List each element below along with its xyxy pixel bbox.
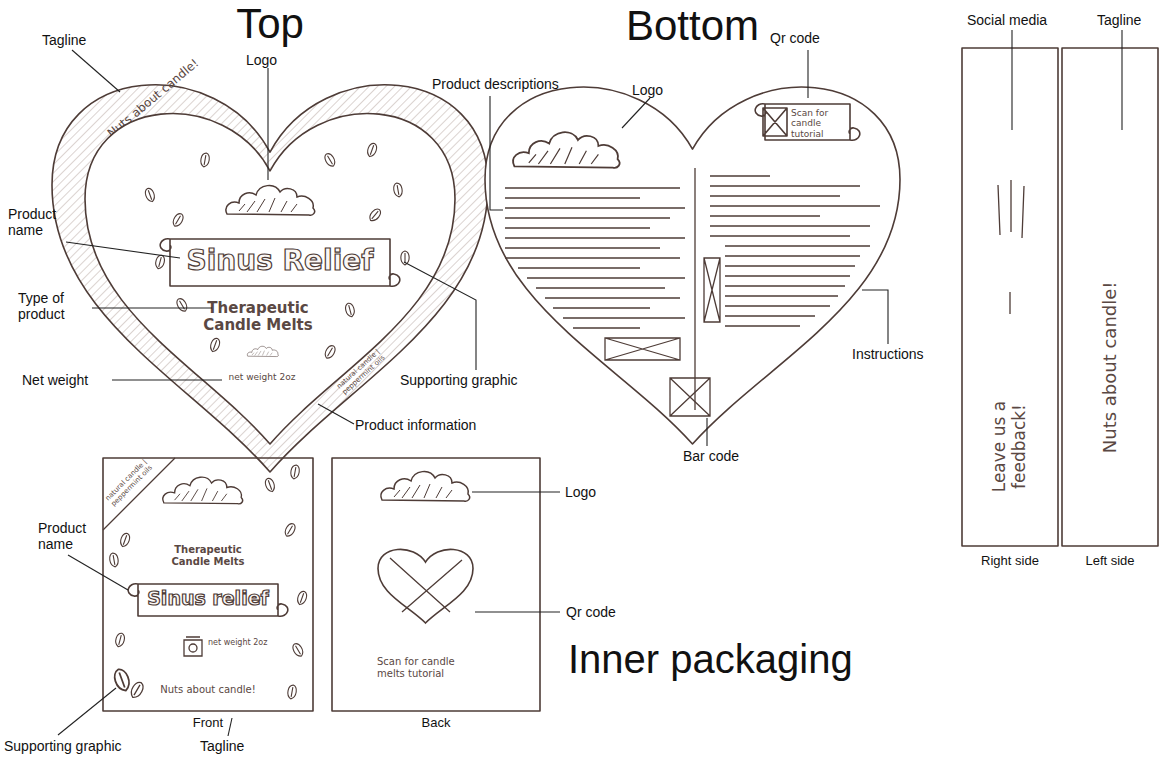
leader-lines — [58, 30, 1122, 736]
panel-caption: Left side — [1052, 554, 1162, 569]
section-heading: Inner packaging — [568, 636, 888, 682]
image-placeholder-boxes — [103, 258, 720, 656]
annotation-label: Social media — [967, 12, 1067, 28]
panel-caption: Right side — [952, 554, 1068, 569]
social-media-text: Leave us a feedback! — [990, 372, 1029, 522]
view-heading: Top — [50, 0, 490, 48]
outline-path — [103, 458, 313, 711]
outline-path — [128, 584, 288, 616]
annotation-label: Logo — [246, 52, 296, 68]
annotation-label: Supporting graphic — [4, 738, 154, 754]
annotation-label: Logo — [632, 82, 682, 98]
annotation-label: Tagline — [1097, 12, 1157, 28]
product-name-text: Sinus relief — [128, 588, 288, 610]
outline-path — [485, 87, 900, 444]
annotation-label: Instructions — [852, 346, 952, 362]
tagline-text: Nuts about candle! — [143, 684, 273, 696]
outline-path — [332, 458, 540, 711]
annotation-label: Product name — [38, 520, 100, 552]
inner-heart-panel: Therapeutic Candle Melts net weight 2oz Si… — [85, 94, 455, 444]
outline-path — [160, 239, 400, 286]
qr-caption: Scan for candle tutorial — [791, 108, 855, 139]
right-side-panel: Right sideLeave us a feedback! — [962, 48, 1058, 578]
bottom-heart-outline — [485, 8, 900, 446]
product-name-banner: Sinus Relief — [160, 235, 400, 290]
product-name-banner: Sinus relief — [128, 580, 288, 620]
product-info-text: natural candle | peppermint oils — [99, 453, 160, 514]
annotation-label: Logo — [565, 484, 615, 500]
tagline-text: Nuts about candle! — [1100, 252, 1121, 482]
top-lid-heart: TopNuts about candle!natural candle | pe… — [50, 6, 490, 474]
product-name-text: Sinus Relief — [160, 245, 400, 277]
left-side-panel: Left sideNuts about candle! — [1062, 48, 1158, 578]
outline-path — [962, 48, 1058, 546]
product-type-text: Therapeutic Candle Melts — [193, 300, 323, 335]
product-type-text: Therapeutic Candle Melts — [158, 544, 258, 567]
annotation-label: Tagline — [200, 738, 260, 754]
bottom-heart: BottomScan for candle tutorial — [485, 8, 900, 446]
panel-caption: Back — [332, 716, 540, 731]
front-panel: Frontnatural candle | peppermint oilsThe… — [103, 458, 313, 738]
annotation-label: Product information — [355, 417, 505, 433]
qr-code-scroll: Scan for candle tutorial — [755, 100, 860, 144]
text-placeholder-lines — [505, 168, 1024, 410]
outline-path — [52, 85, 488, 472]
annotation-label: Product descriptions — [432, 76, 592, 92]
back-panel-outline — [332, 458, 540, 738]
annotation-label: Net weight — [22, 372, 112, 388]
annotation-label: Bar code — [683, 448, 763, 464]
view-heading: Bottom — [485, 2, 900, 50]
annotation-label: Qr code — [770, 30, 840, 46]
back-panel: Back Scan for candle melts tutorial — [332, 458, 540, 738]
annotation-label: Type of product — [18, 290, 98, 322]
net-weight-text: net weight 2oz — [222, 372, 302, 382]
annotation-label: Supporting graphic — [400, 372, 560, 388]
net-weight-text: net weight 2oz — [208, 638, 280, 647]
panel-caption: Front — [103, 716, 313, 731]
right-side-panel-outline — [962, 48, 1058, 578]
annotation-label: Tagline — [42, 32, 122, 48]
annotation-label: Product name — [8, 206, 70, 238]
annotation-label: Qr code — [566, 604, 636, 620]
logo-sketches — [163, 132, 620, 504]
outline-path — [85, 114, 455, 444]
qr-caption: Scan for candle melts tutorial — [377, 656, 477, 679]
outline-path — [1062, 48, 1158, 546]
outline-path — [755, 104, 860, 140]
